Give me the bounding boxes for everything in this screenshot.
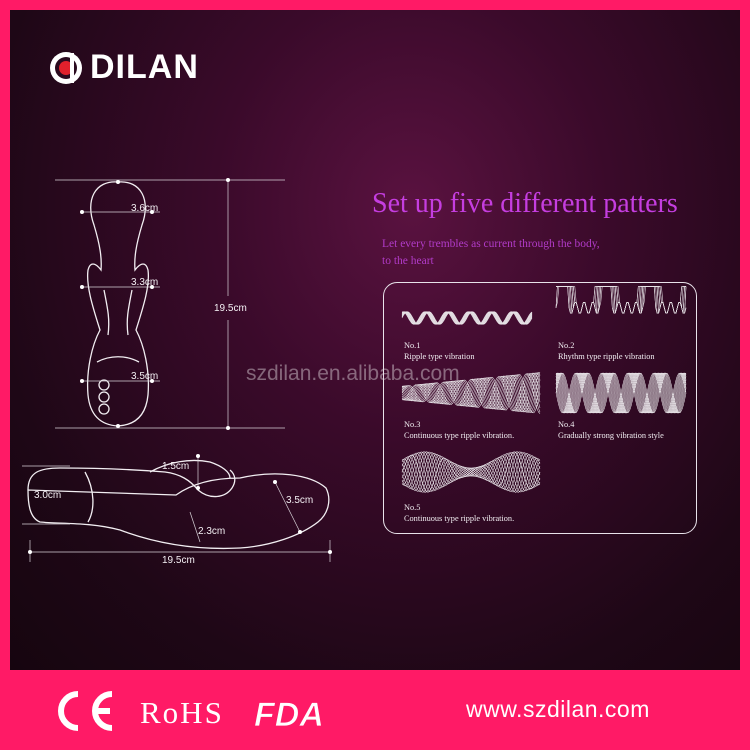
pattern-3-label: No.3 Continuous type ripple vibration. <box>404 419 514 441</box>
dim-head: 3.5cm <box>286 495 314 506</box>
subline-1: Let every trembles as current through th… <box>382 238 600 250</box>
watermark: szdilan.en.alibaba.com <box>246 362 460 385</box>
dim-width-mid: 3.3cm <box>131 277 159 288</box>
logo-mark-icon <box>50 51 82 84</box>
pattern-desc: Continuous type ripple vibration. <box>404 431 515 440</box>
pattern-number: No.3 <box>404 420 421 429</box>
side-view-outline <box>27 467 330 550</box>
pattern-desc: Rhythm type ripple vibration <box>558 352 655 361</box>
wave-panels <box>401 286 687 493</box>
pattern-1-label: No.1 Ripple type vibration <box>404 340 475 362</box>
dim-length-side: 19.5cm <box>162 555 195 566</box>
pattern-5-label: No.5 Continuous type ripple vibration. <box>404 502 514 524</box>
subline: Let every trembles as current through th… <box>382 236 600 270</box>
pattern-desc: Ripple type vibration <box>404 352 475 361</box>
pattern-4-wave-icon <box>555 372 687 414</box>
patterns-box <box>383 282 697 534</box>
dim-width-base: 3.5cm <box>131 371 159 382</box>
fda-logo-icon: FDA <box>254 696 325 735</box>
brand-name: DILAN <box>90 48 199 86</box>
dark-panel <box>10 10 740 670</box>
button-icon <box>98 379 110 391</box>
pattern-2-wave-icon <box>555 286 687 314</box>
headline: Set up five different patters <box>372 188 678 219</box>
pattern-4-label: No.4 Gradually strong vibration style <box>558 419 664 441</box>
ce-mark-icon <box>58 691 113 731</box>
dim-neck: 2.3cm <box>198 526 226 537</box>
pattern-2-label: No.2 Rhythm type ripple vibration <box>558 340 655 362</box>
pattern-number: No.5 <box>404 503 421 512</box>
pattern-1-wave-icon <box>401 311 533 325</box>
fda-text: FDA <box>254 696 324 734</box>
dim-width-top: 3.6cm <box>131 203 159 214</box>
subline-2: to the heart <box>382 255 434 267</box>
dim-clit-arm: 1.5cm <box>162 461 190 472</box>
pattern-number: No.1 <box>404 341 421 350</box>
pattern-number: No.4 <box>558 420 575 429</box>
brand-logo: DILAN <box>48 48 199 87</box>
pattern-5-wave-icon <box>401 451 541 493</box>
rohs-mark: RoHS <box>140 695 224 730</box>
pattern-desc: Gradually strong vibration style <box>558 431 664 440</box>
pattern-number: No.2 <box>558 341 575 350</box>
dim-handle: 3.0cm <box>34 490 62 501</box>
dim-length-front: 19.5cm <box>214 303 247 314</box>
pattern-3-wave-icon <box>401 372 541 414</box>
button-icon <box>98 391 110 403</box>
button-icon <box>98 403 110 415</box>
pattern-desc: Continuous type ripple vibration. <box>404 514 515 523</box>
website-url: www.szdilan.com <box>466 696 650 722</box>
